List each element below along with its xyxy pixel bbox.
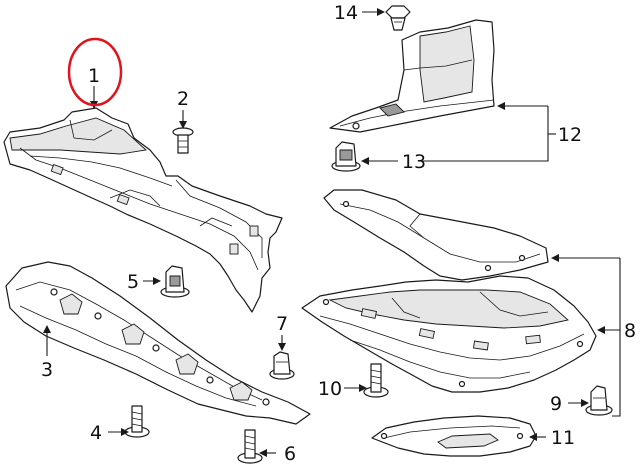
part-10-bolt[interactable] <box>363 363 389 398</box>
part-14-clip[interactable] <box>385 5 411 31</box>
callout-11: 11 <box>551 427 575 449</box>
callout-12: 12 <box>558 124 582 146</box>
callout-7: 7 <box>276 313 288 335</box>
part-4-bolt[interactable] <box>124 405 150 438</box>
part-5-clip[interactable] <box>160 265 190 298</box>
part-8-engine-under-cover[interactable] <box>301 275 597 393</box>
callout-3: 3 <box>41 359 53 381</box>
callout-13: 13 <box>402 151 426 173</box>
part-2-clip[interactable] <box>172 127 194 154</box>
callout-5: 5 <box>127 271 139 293</box>
part-1-crossmember[interactable] <box>3 107 283 313</box>
part-8-upper-plate[interactable] <box>323 189 549 281</box>
callout-1: 1 <box>88 65 100 87</box>
part-6-bolt[interactable] <box>237 429 263 464</box>
part-9-clip[interactable] <box>585 385 613 416</box>
callout-8: 8 <box>624 320 636 342</box>
callout-10: 10 <box>318 378 342 400</box>
callout-4: 4 <box>90 422 102 444</box>
callout-14: 14 <box>334 2 358 24</box>
part-3-front-under-cover[interactable] <box>5 261 311 425</box>
highlight-circle <box>67 37 123 107</box>
part-11-lower-cover[interactable] <box>371 415 537 457</box>
callout-9: 9 <box>550 393 562 415</box>
callout-2: 2 <box>177 88 189 110</box>
part-13-clip[interactable] <box>331 141 361 172</box>
leader-lines <box>43 8 621 457</box>
callout-6: 6 <box>284 443 296 465</box>
part-7-clip[interactable] <box>269 351 295 380</box>
part-12-splash-shield[interactable] <box>329 19 495 133</box>
